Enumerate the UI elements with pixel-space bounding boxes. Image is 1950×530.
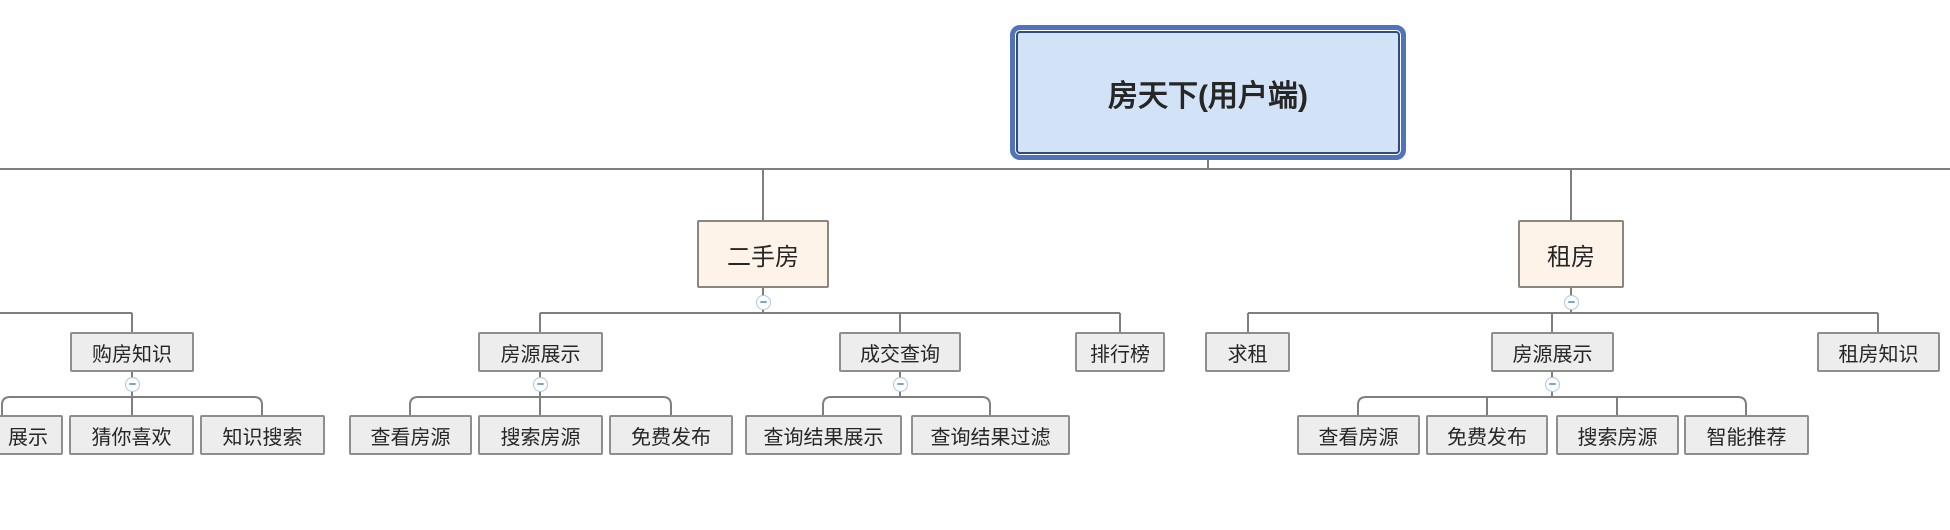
collapse-ershoufang-button[interactable] [755,294,771,310]
minus-icon [1548,383,1556,385]
node-label: 搜索房源 [1577,426,1658,449]
mindmap-node-zhineng-tuijian[interactable]: 智能推荐 [1684,415,1809,455]
collapse-fangyuan-zhanshi-esf-button[interactable] [532,376,548,392]
node-label: 展示 [8,426,48,449]
collapse-fangyuan-zhanshi-zf-button[interactable] [1544,376,1560,392]
mindmap-node-chakan-fangyuan-zf[interactable]: 查看房源 [1297,415,1420,455]
node-label: 猜你喜欢 [91,426,172,449]
mindmap-node-qiuzu[interactable]: 求租 [1205,332,1290,372]
mindmap-node-zhishi-sousuo[interactable]: 知识搜索 [200,415,325,455]
mindmap-node-zhanshi-partial[interactable]: 展示 [0,415,63,455]
collapse-zufang-button[interactable] [1563,294,1579,310]
node-label: 购房知识 [92,343,172,366]
node-label: 租房知识 [1838,343,1919,366]
node-label: 租房 [1547,243,1595,271]
node-label: 知识搜索 [222,426,303,449]
node-label: 免费发布 [631,426,711,449]
minus-icon [128,383,136,385]
mindmap-node-ershoufang[interactable]: 二手房 [697,220,829,288]
mindmap-node-fangyuan-zhanshi-zf[interactable]: 房源展示 [1491,332,1614,372]
node-label: 智能推荐 [1706,426,1787,449]
minus-icon [896,383,904,385]
node-label: 免费发布 [1447,426,1527,449]
mindmap-node-chakan-fangyuan-esf[interactable]: 查看房源 [349,415,472,455]
mindmap-node-goufang-zhishi[interactable]: 购房知识 [70,332,194,372]
mindmap-node-sousuo-fangyuan-zf[interactable]: 搜索房源 [1556,415,1679,455]
node-label: 房源展示 [500,343,581,366]
node-label: 成交查询 [860,343,940,366]
minus-icon [1567,301,1575,303]
mindmap-node-chengjiao-chaxun[interactable]: 成交查询 [839,332,961,372]
node-label: 查询结果展示 [763,426,884,449]
node-label: 搜索房源 [500,426,581,449]
node-label: 查询结果过滤 [930,426,1051,449]
mindmap-node-zufang[interactable]: 租房 [1518,220,1624,288]
node-label: 房天下(用户端) [1108,79,1308,113]
mindmap-node-paihangbang[interactable]: 排行榜 [1075,332,1165,372]
minus-icon [759,301,767,303]
mindmap-node-mianfei-fabu-esf[interactable]: 免费发布 [609,415,733,455]
node-label: 排行榜 [1090,343,1150,366]
minus-icon [536,383,544,385]
node-label: 查看房源 [370,426,451,449]
mindmap-node-chaxun-jieguo-guolv[interactable]: 查询结果过滤 [911,415,1070,455]
mindmap-node-mianfei-fabu-zf[interactable]: 免费发布 [1426,415,1548,455]
mindmap-node-cai-ni-xihuan[interactable]: 猜你喜欢 [69,415,194,455]
mindmap-node-sousuo-fangyuan-esf[interactable]: 搜索房源 [478,415,603,455]
node-label: 求租 [1227,343,1268,366]
mindmap-node-chaxun-jieguo-zhanshi[interactable]: 查询结果展示 [745,415,902,455]
mindmap-node-root[interactable]: 房天下(用户端) [1010,25,1406,160]
node-label: 房源展示 [1512,343,1593,366]
collapse-goufang-zhishi-button[interactable] [124,376,140,392]
node-label: 二手房 [727,243,799,271]
mindmap-node-zufang-zhishi[interactable]: 租房知识 [1817,332,1940,372]
node-label: 查看房源 [1318,426,1399,449]
mindmap-node-fangyuan-zhanshi-esf[interactable]: 房源展示 [478,332,603,372]
root-node-inner: 房天下(用户端) [1016,31,1400,154]
collapse-chengjiao-chaxun-button[interactable] [892,376,908,392]
